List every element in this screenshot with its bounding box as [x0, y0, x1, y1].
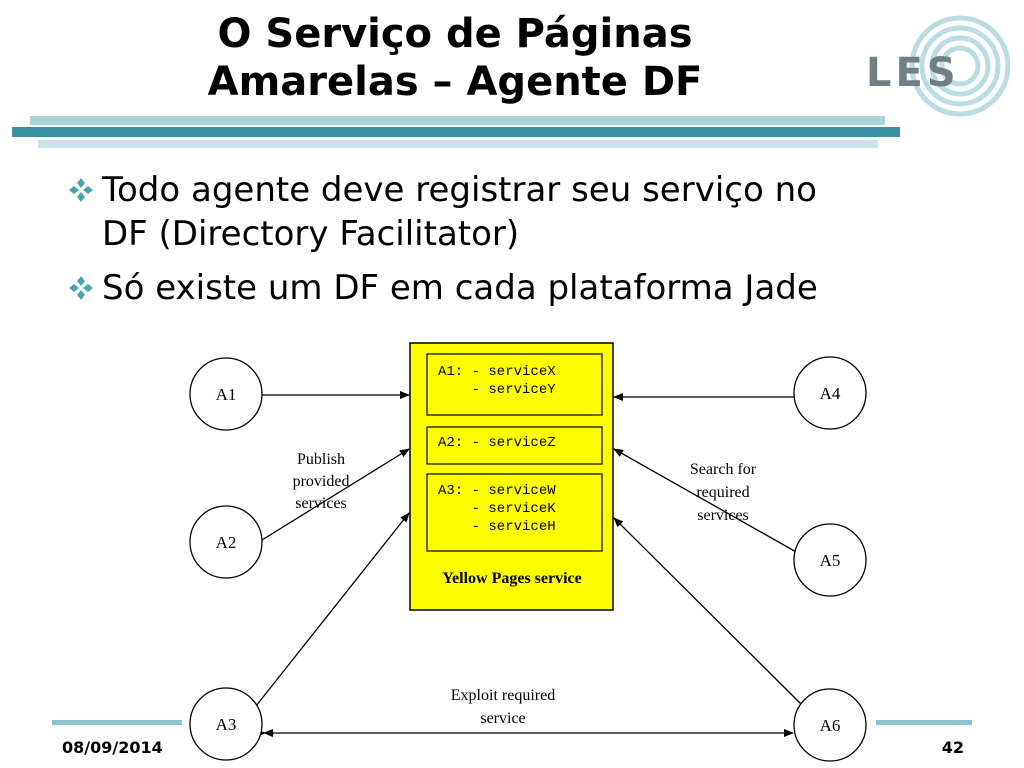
footer-line-left [52, 720, 182, 725]
search-label: Search for [690, 461, 757, 478]
agent-a2-node [189, 505, 263, 579]
title-line-2: Amarelas – Agente DF [207, 59, 703, 105]
yp-entry-text: - serviceH [438, 519, 556, 535]
yp-entry-text: A2: - serviceZ [438, 435, 556, 451]
yellow-pages-box [409, 342, 614, 611]
bullet-list: Todo agente deve registrar seu serviço n… [62, 168, 982, 320]
yp-entry-text: - serviceY [438, 382, 556, 398]
search-label: services [697, 507, 749, 524]
bullet-item: Só existe um DF em cada plataforma Jade [62, 266, 982, 310]
title-bar-mid [12, 127, 900, 137]
footer-date: 08/09/2014 [62, 738, 163, 757]
agent-label: A5 [820, 551, 841, 570]
arrow-a5-to-df [613, 448, 799, 554]
arrow-a6-to-df [613, 517, 803, 706]
title-line-1: O Serviço de Páginas [217, 11, 693, 57]
agent-label: A3 [216, 715, 237, 734]
yp-entry-text: A3: - serviceW [438, 483, 556, 499]
bullet-item: Todo agente deve registrar seu serviço n… [62, 168, 982, 256]
footer-line-right [876, 720, 972, 725]
publish-label: Publish [297, 451, 345, 468]
diamond-bullet-icon [69, 276, 93, 300]
yp-entry-text: - serviceK [438, 501, 556, 517]
arrow-a2-to-df [261, 448, 410, 541]
arrowhead-left [263, 729, 273, 737]
exploit-label: Exploit required [451, 687, 555, 704]
logo-swirl-icon [909, 15, 1010, 117]
les-logo: LES [866, 15, 1010, 117]
yp-entry-a3 [426, 473, 603, 552]
agent-label: A1 [216, 385, 237, 404]
logo-text: LES [866, 50, 960, 96]
yp-entry-a1 [426, 353, 603, 416]
slide-title: O Serviço de Páginas Amarelas – Agente D… [100, 10, 810, 106]
bullet-text-line: Todo agente deve registrar seu serviço n… [102, 170, 817, 210]
yellow-pages-label: Yellow Pages service [442, 570, 582, 587]
search-label: required [696, 484, 749, 501]
title-bar-bottom [38, 140, 878, 148]
agent-label: A2 [216, 533, 237, 552]
agent-a1-node [189, 357, 263, 431]
bullet-text-line: Só existe um DF em cada plataforma Jade [102, 268, 818, 308]
yp-entry-text: A1: - serviceX [438, 364, 556, 380]
agent-label: A6 [820, 716, 841, 735]
agent-label: A4 [820, 384, 841, 403]
page-number: 42 [941, 738, 964, 757]
agent-a5-node [793, 523, 867, 597]
agent-a4-node [793, 356, 867, 430]
title-bar-top [30, 116, 885, 125]
bullet-text-line: DF (Directory Facilitator) [102, 214, 520, 254]
diamond-bullet-icon [69, 178, 93, 202]
yp-entry-a2 [426, 426, 603, 465]
publish-label: provided [293, 473, 350, 490]
agent-a3-node [189, 687, 263, 761]
agent-a6-node [793, 688, 867, 762]
publish-label: services [295, 495, 347, 512]
arrow-a3-to-df [255, 512, 410, 707]
exploit-label: service [480, 710, 525, 727]
